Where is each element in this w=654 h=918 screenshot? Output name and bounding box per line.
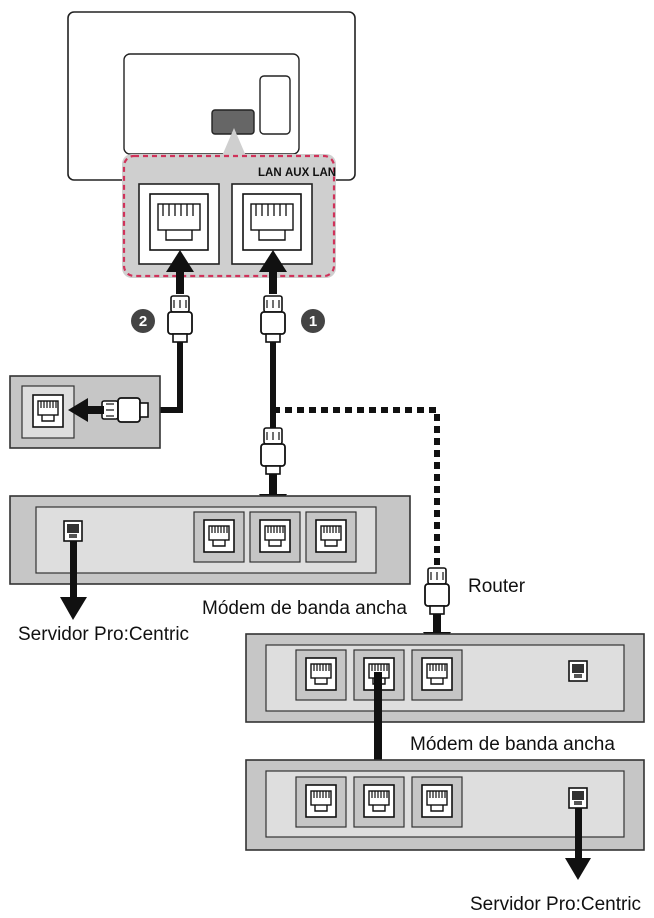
svg-text:2: 2 [139,313,147,330]
tv-slot-icon [259,75,291,135]
aux-lan-port [138,183,220,265]
lan-plug [260,295,286,343]
router-label: Router [468,576,526,597]
router-plug [424,567,450,615]
aux-lan-plug [167,295,193,343]
modem-1-server-port [63,520,83,542]
broadband-modem-2 [245,633,645,723]
modem-1-plug [260,427,286,475]
broadband-modem-3 [245,759,645,851]
modem-2-port [568,660,588,682]
step-2-marker: 2 [131,309,155,333]
modem-1-label: Módem de banda ancha [202,598,407,619]
server-1-label: Servidor Pro:Centric [18,624,189,645]
tv-device [67,11,356,181]
lan-port-label: LAN [258,167,282,179]
lan-port [231,183,313,265]
server-1-arrow [60,541,87,620]
tv-connection-arrows [166,250,287,294]
svg-text:1: 1 [309,313,317,330]
server-2-label: Servidor Pro:Centric [470,894,641,915]
modem-3-server-port [568,787,588,809]
server-2-arrow [565,808,591,880]
modem-2-label: Módem de banda ancha [410,734,615,755]
step-1-marker: 1 [301,309,325,333]
aux-lan-port-label: AUX LAN [285,167,336,179]
modem-link-cable [374,672,382,800]
aux-device-arrow [68,398,104,422]
tv-port-highlight: LAN AUX LAN [122,154,336,278]
